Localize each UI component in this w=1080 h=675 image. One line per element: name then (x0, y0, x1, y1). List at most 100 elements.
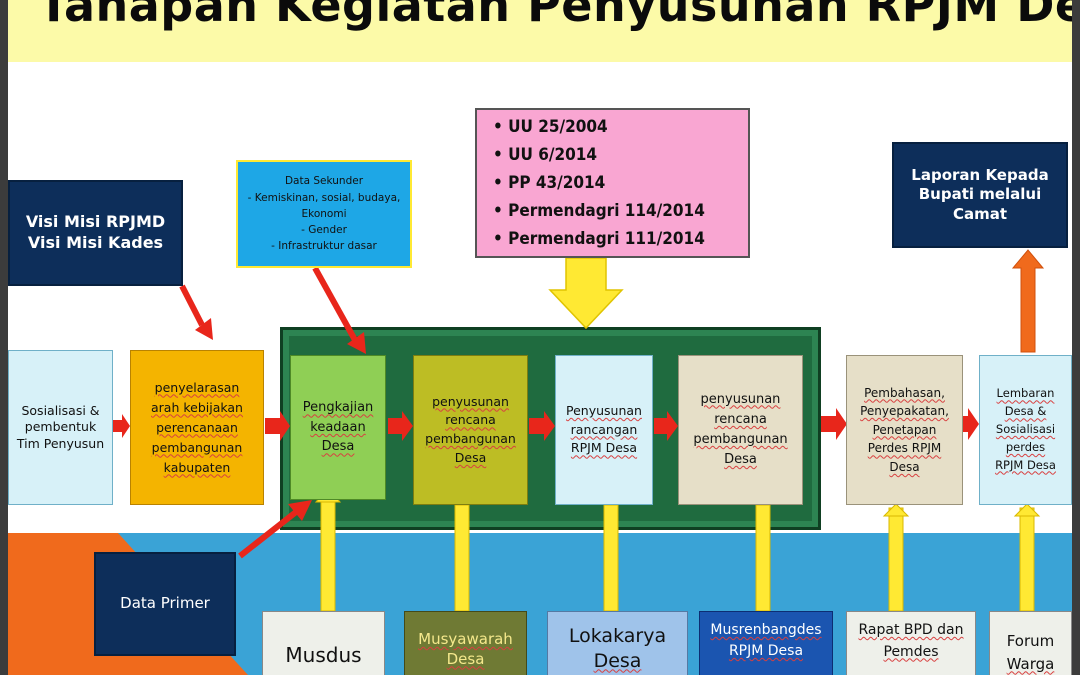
pengkajian-box: Pengkajian keadaan Desa (290, 355, 386, 500)
visi-misi-line: Visi Misi RPJMD (25, 212, 166, 232)
laporan-box: Laporan Kepada Bupati melalui Camat (892, 142, 1068, 248)
right-arrow-icon (821, 408, 847, 440)
right-arrow-icon (529, 411, 555, 441)
pembahasan-line: Desa (889, 459, 920, 474)
lembaran-line: perdes (1005, 439, 1046, 454)
penyusunan-rancangan-box: Penyusunan rancangan RPJM Desa (555, 355, 653, 505)
right-arrow-icon (654, 411, 678, 441)
regulasi-item: PP 43/2014 (493, 169, 705, 197)
musyawarah-line: Musyawarah (418, 630, 513, 648)
red-arrow-icon (238, 500, 312, 559)
penyusunan-rencana-2-line: penyusunan (700, 391, 781, 407)
penyusunan-rencana-line: pembangunan (425, 431, 516, 446)
down-arrow-icon (548, 257, 624, 330)
forum-warga-line: Warga (1006, 654, 1055, 673)
rapat-bpd-line: Rapat BPD dan (858, 622, 964, 638)
musyawarah-line: Desa (446, 649, 485, 668)
musdus-label: Musdus (285, 643, 362, 667)
lokakarya-line: Desa (593, 649, 642, 672)
up-connector-icon (314, 487, 342, 612)
lokakarya-line: Lokakarya (568, 625, 667, 647)
pembahasan-line: Penyepakatan, (860, 404, 949, 419)
penyusunan-rencana-line: Desa (454, 449, 487, 465)
data-sekunder-line: Ekonomi (301, 207, 347, 220)
data-sekunder-line: - Kemiskinan, sosial, budaya, (247, 191, 401, 204)
pembahasan-line: Perdes RPJM (867, 441, 942, 456)
penyelarasan-line: perencanaan (156, 419, 238, 435)
diagram-title: Tahapan Kegiatan Penyusunan RPJM Desa (38, 0, 1072, 32)
lokakarya-box: Lokakarya Desa (547, 611, 688, 675)
data-sekunder-line: - Gender (301, 224, 347, 237)
visi-misi-box: Visi Misi RPJMD Visi Misi Kades (8, 180, 183, 286)
laporan-line: Laporan Kepada (911, 165, 1049, 184)
red-arrow-icon (312, 266, 366, 354)
sosialisasi-box: Sosialisasi & pembentuk Tim Penyusun (8, 350, 113, 505)
right-arrow-icon (388, 411, 413, 441)
lembaran-line: Sosialisasi (995, 422, 1056, 437)
penyusunan-rencana-line: rencana (445, 412, 496, 428)
lembaran-line: Desa & (1004, 404, 1047, 419)
left-frame (0, 0, 8, 675)
lembaran-line: RPJM Desa (995, 457, 1056, 472)
sosialisasi-line: Sosialisasi & (21, 403, 100, 419)
regulasi-item: Permendagri 111/2014 (493, 225, 705, 253)
rapat-bpd-line: Pemdes (883, 643, 939, 660)
lembaran-box: Lembaran Desa & Sosialisasi perdes RPJM … (979, 355, 1072, 505)
right-frame (1072, 0, 1080, 675)
forum-warga-box: Forum Warga (989, 611, 1072, 675)
penyusunan-rancangan-line: RPJM Desa (570, 440, 638, 456)
penyusunan-rancangan-line: rancangan (570, 421, 638, 437)
forum-warga-line: Forum (1006, 632, 1055, 650)
up-connector-icon (1013, 503, 1041, 612)
red-arrow-icon (179, 284, 213, 340)
laporan-line: Bupati melalui (918, 185, 1042, 204)
penyusunan-rencana-2-box: penyusunan rencana pembangunan Desa (678, 355, 803, 505)
musyawarah-box: Musyawarah Desa (404, 611, 527, 675)
pengkajian-line: Desa (321, 439, 355, 455)
lembaran-line: Lembaran (996, 386, 1055, 401)
rapat-bpd-box: Rapat BPD dan Pemdes (846, 611, 976, 675)
up-connector-icon (603, 504, 619, 612)
penyusunan-rencana-2-line: Desa (724, 452, 757, 468)
pembahasan-line: Pembahasan, (864, 385, 945, 400)
pengkajian-line: keadaan (310, 419, 366, 435)
up-connector-icon (755, 504, 771, 612)
musrenbangdes-line: RPJM Desa (728, 643, 804, 659)
visi-misi-line: Visi Misi Kades (27, 233, 164, 252)
penyusunan-rencana-2-line: rencana (714, 411, 767, 427)
pembahasan-box: Pembahasan, Penyepakatan, Penetapan Perd… (846, 355, 963, 505)
data-sekunder-line: - Infrastruktur dasar (271, 240, 377, 253)
sosialisasi-line: Tim Penyusun (16, 435, 105, 451)
data-sekunder-box: Data Sekunder - Kemiskinan, sosial, buda… (236, 160, 412, 268)
musdus-box: Musdus (262, 611, 385, 675)
penyelarasan-line: pembangunan (151, 439, 243, 455)
up-connector-icon (882, 503, 910, 612)
up-arrow-icon (1011, 249, 1045, 353)
musrenbangdes-box: Musrenbangdes RPJM Desa (699, 611, 833, 675)
sosialisasi-line: pembentuk (24, 419, 97, 435)
data-primer-label: Data Primer (120, 594, 210, 613)
pembahasan-line: Penetapan (872, 422, 937, 437)
data-sekunder-line: Data Sekunder (284, 175, 364, 188)
penyusunan-rencana-line: penyusunan (432, 393, 509, 409)
regulasi-list: UU 25/2004 UU 6/2014 PP 43/2014 Permenda… (493, 113, 705, 253)
title-band: Tahapan Kegiatan Penyusunan RPJM Desa (8, 0, 1072, 62)
pengkajian-line: Pengkajian (302, 400, 374, 416)
right-arrow-icon (113, 414, 130, 438)
penyusunan-rencana-2-line: pembangunan (693, 432, 788, 447)
penyelarasan-box: penyelarasan arah kebijakan perencanaan … (130, 350, 264, 505)
musrenbangdes-line: Musrenbangdes (710, 622, 822, 638)
penyelarasan-line: kabupaten (163, 459, 231, 475)
penyusunan-rencana-box: penyusunan rencana pembangunan Desa (413, 355, 528, 505)
regulasi-item: UU 6/2014 (493, 141, 705, 169)
penyusunan-rancangan-line: Penyusunan (566, 402, 642, 418)
regulasi-item: UU 25/2004 (493, 113, 705, 141)
penyelarasan-line: arah kebijakan (151, 399, 243, 415)
laporan-line: Camat (952, 204, 1008, 223)
right-arrow-icon (265, 411, 290, 441)
regulasi-box: UU 25/2004 UU 6/2014 PP 43/2014 Permenda… (475, 108, 750, 258)
penyelarasan-line: penyelarasan (154, 379, 240, 395)
regulasi-item: Permendagri 114/2014 (493, 197, 705, 225)
data-primer-box: Data Primer (94, 552, 236, 656)
